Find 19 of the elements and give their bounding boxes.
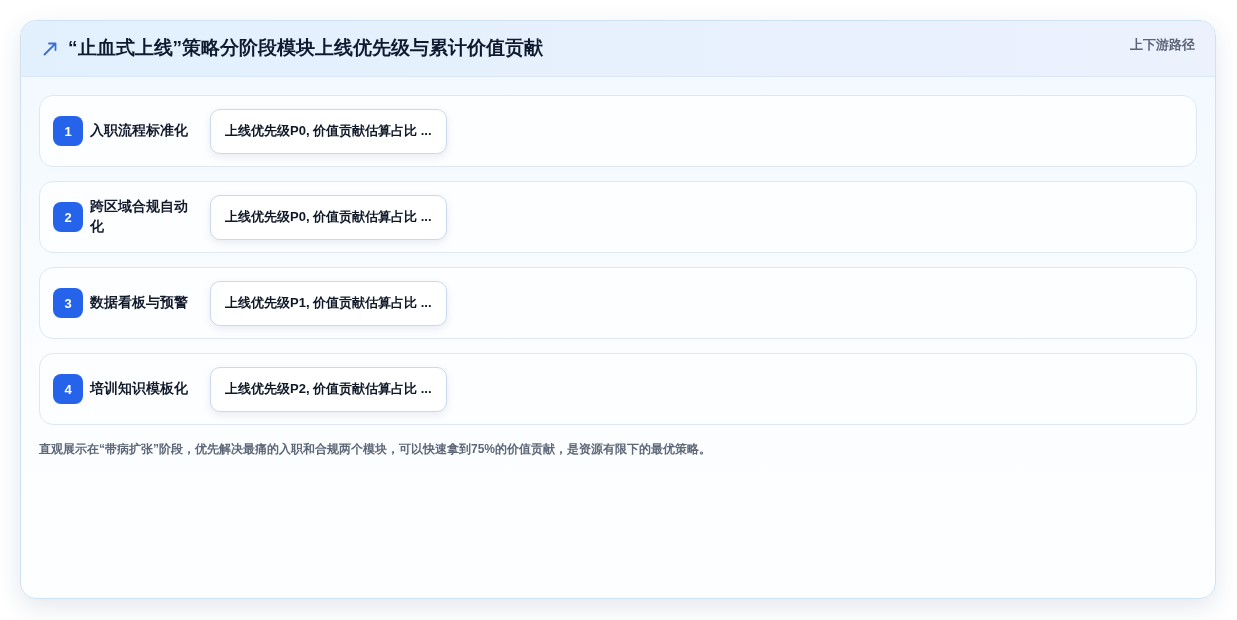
module-name: 跨区域合规自动化 [90,198,189,236]
side-label: 上下游路径 [1130,37,1195,54]
module-row-card [39,181,1197,253]
module-name: 培训知识模板化 [90,380,189,399]
caption-text: 直观展示在“带病扩张”阶段，优先解决最痛的入职和合规两个模块，可以快速拿到75%的价值贡献，是资源有限下的最优策略。 [39,441,713,458]
priority-value-pill: 上线优先级P2, 价值贡献估算占比 ... [210,366,447,412]
module-name: 数据看板与预警 [90,294,189,313]
step-number-badge: 2 [53,202,83,232]
step-number-badge: 4 [53,374,83,404]
priority-value-pill: 上线优先级P1, 价值贡献估算占比 ... [210,280,447,326]
module-name: 入职流程标准化 [90,122,189,141]
priority-value-pill: 上线优先级P0, 价值贡献估算占比 ... [210,108,447,154]
step-number-badge: 3 [53,288,83,318]
panel-title: “止血式上线”策略分阶段模块上线优先级与累计价值贡献 [68,37,543,60]
module-row-card [39,267,1197,339]
step-number-badge: 1 [53,116,83,146]
priority-value-pill: 上线优先级P0, 价值贡献估算占比 ... [210,194,447,240]
module-row-card [39,353,1197,425]
module-row-card [39,95,1197,167]
